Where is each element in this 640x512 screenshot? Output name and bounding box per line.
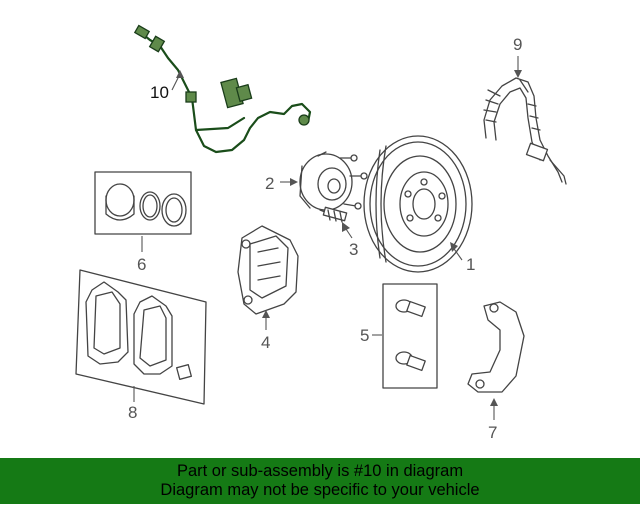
parts-diagram: 10 9 1 2	[75, 24, 567, 442]
callout-8: 8	[128, 403, 137, 422]
caliper-bolts-part-5[interactable]	[382, 283, 438, 389]
leader-1-arrow	[450, 242, 458, 252]
abs-sensor-harness-part-10[interactable]	[133, 24, 312, 154]
leader-9-arrow	[514, 70, 522, 78]
leader-10-arrow	[176, 70, 184, 78]
callout-4: 4	[261, 333, 270, 352]
callout-6: 6	[137, 255, 146, 274]
callout-3: 3	[349, 240, 358, 259]
callout-2: 2	[265, 174, 274, 193]
wheel-hub-part-2[interactable]	[299, 151, 368, 215]
brake-caliper-part-4[interactable]	[237, 225, 299, 315]
leader-7-arrow	[490, 398, 498, 406]
leader-3-arrow	[342, 222, 350, 232]
callout-7: 7	[488, 423, 497, 442]
banner-line-2: Diagram may not be specific to your vehi…	[160, 481, 480, 499]
leader-4-arrow	[262, 310, 270, 318]
callout-10: 10	[150, 83, 169, 102]
caliper-bracket-part-7[interactable]	[467, 301, 525, 393]
piston-seal-kit-part-6[interactable]	[94, 171, 192, 235]
callout-5: 5	[360, 326, 369, 345]
brake-rotor-part-1[interactable]	[363, 135, 473, 273]
brake-pad-kit-part-8[interactable]	[75, 269, 207, 405]
brake-assembly-diagram: 10 9 1 2	[75, 24, 567, 442]
wheel-stud-part-3[interactable]	[322, 206, 348, 223]
fitment-notice-banner: Part or sub-assembly is #10 in diagram D…	[0, 458, 640, 504]
callout-1: 1	[466, 255, 475, 274]
brake-hose-part-9[interactable]	[483, 77, 567, 185]
leader-2-arrow	[290, 178, 298, 186]
callout-9: 9	[513, 35, 522, 54]
banner-line-1: Part or sub-assembly is #10 in diagram	[176, 462, 464, 480]
